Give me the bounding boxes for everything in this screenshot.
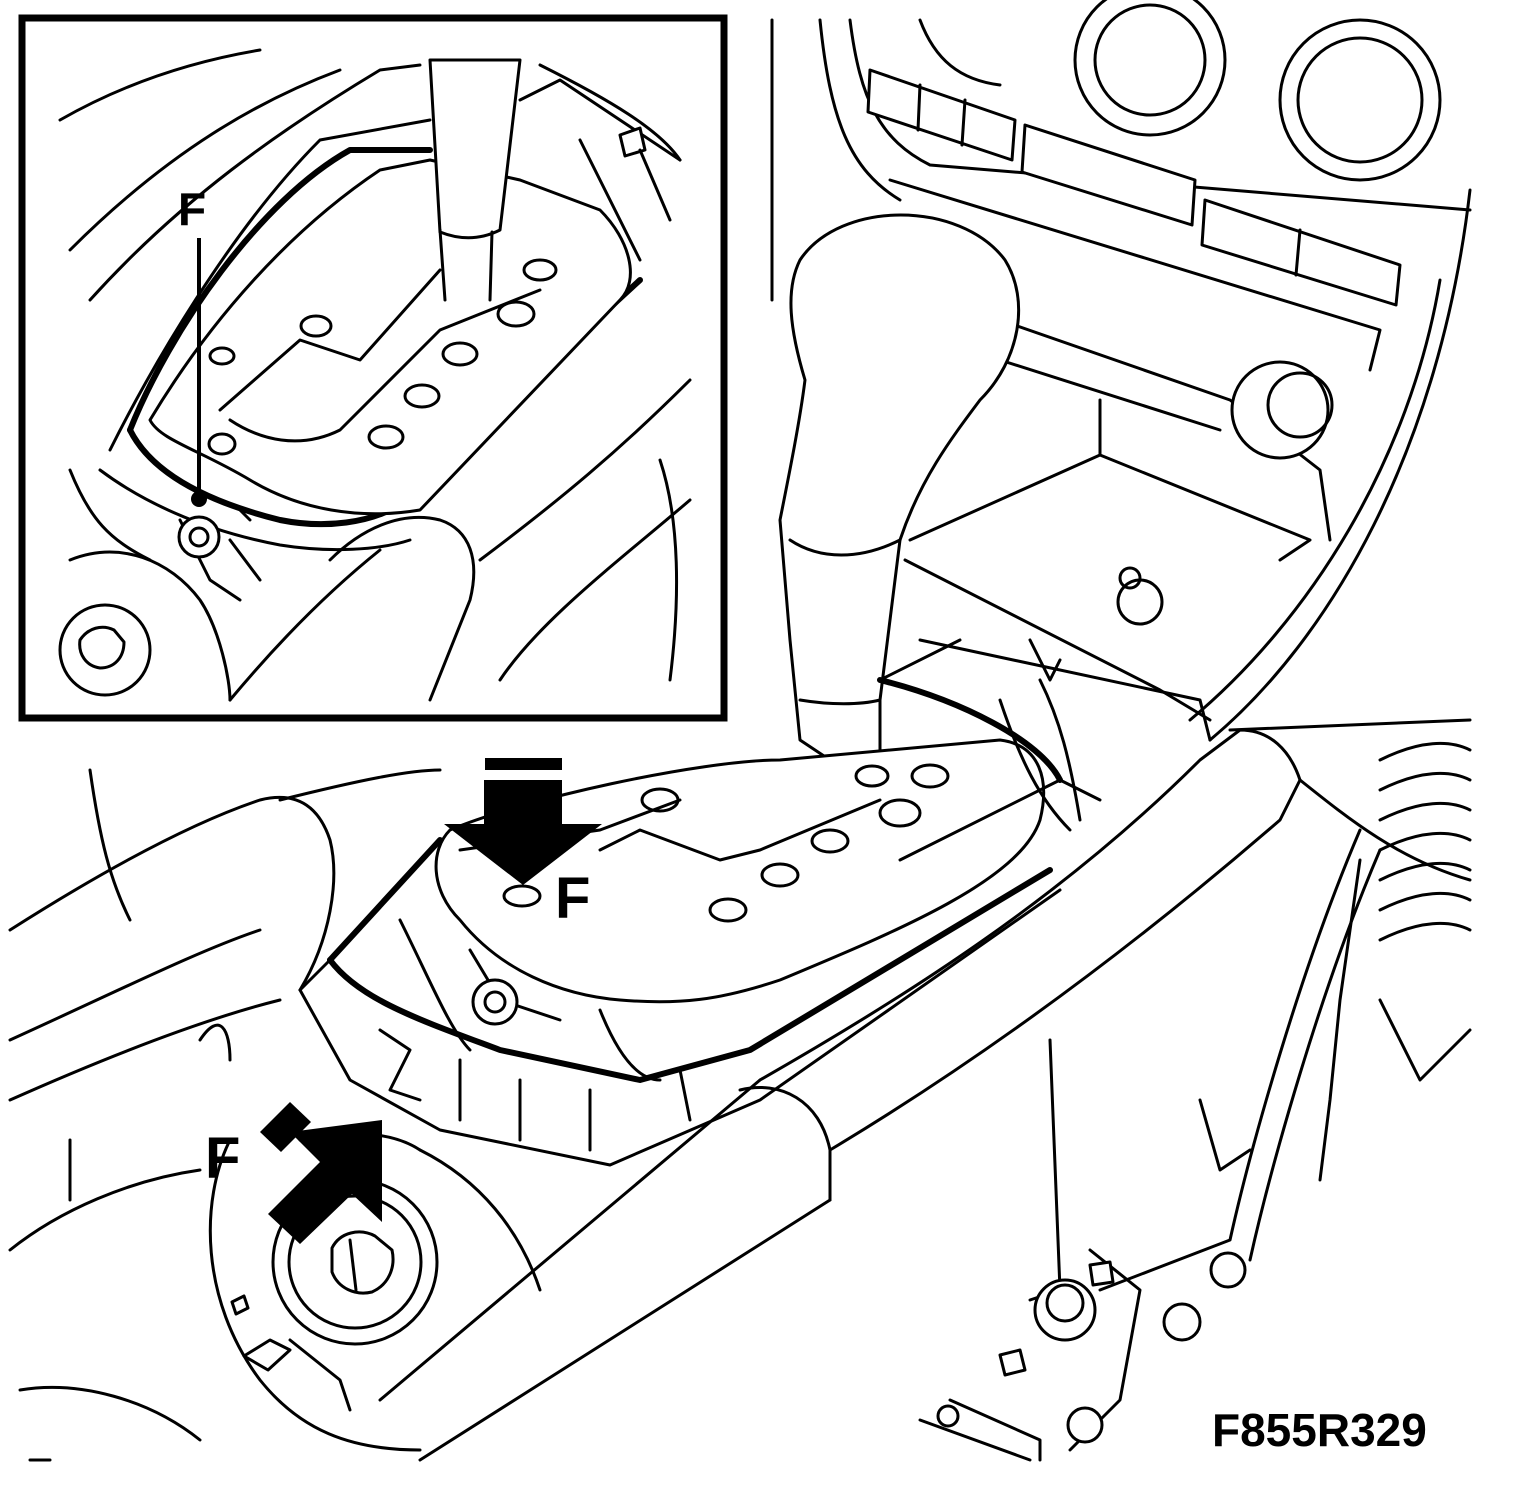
inset-leader-dot (191, 491, 207, 507)
arrow-up-to-screw (260, 1102, 382, 1244)
lower-bracket (918, 741, 1472, 1462)
arrow-down-to-cover (444, 758, 602, 885)
dashboard-center-stack (770, 0, 1472, 742)
main-view (8, 0, 1472, 1462)
gear-lever (778, 213, 1021, 792)
console-frame (298, 638, 1212, 1167)
lower-screw-area (18, 1131, 542, 1462)
inset-detail: F (18, 14, 728, 722)
label-f-cover: F (555, 866, 590, 931)
figure-code: F855R329 (1212, 1404, 1427, 1456)
label-f-inset: F (178, 183, 206, 235)
label-f-screw: F (205, 1126, 240, 1191)
left-console-padding (8, 768, 442, 1252)
